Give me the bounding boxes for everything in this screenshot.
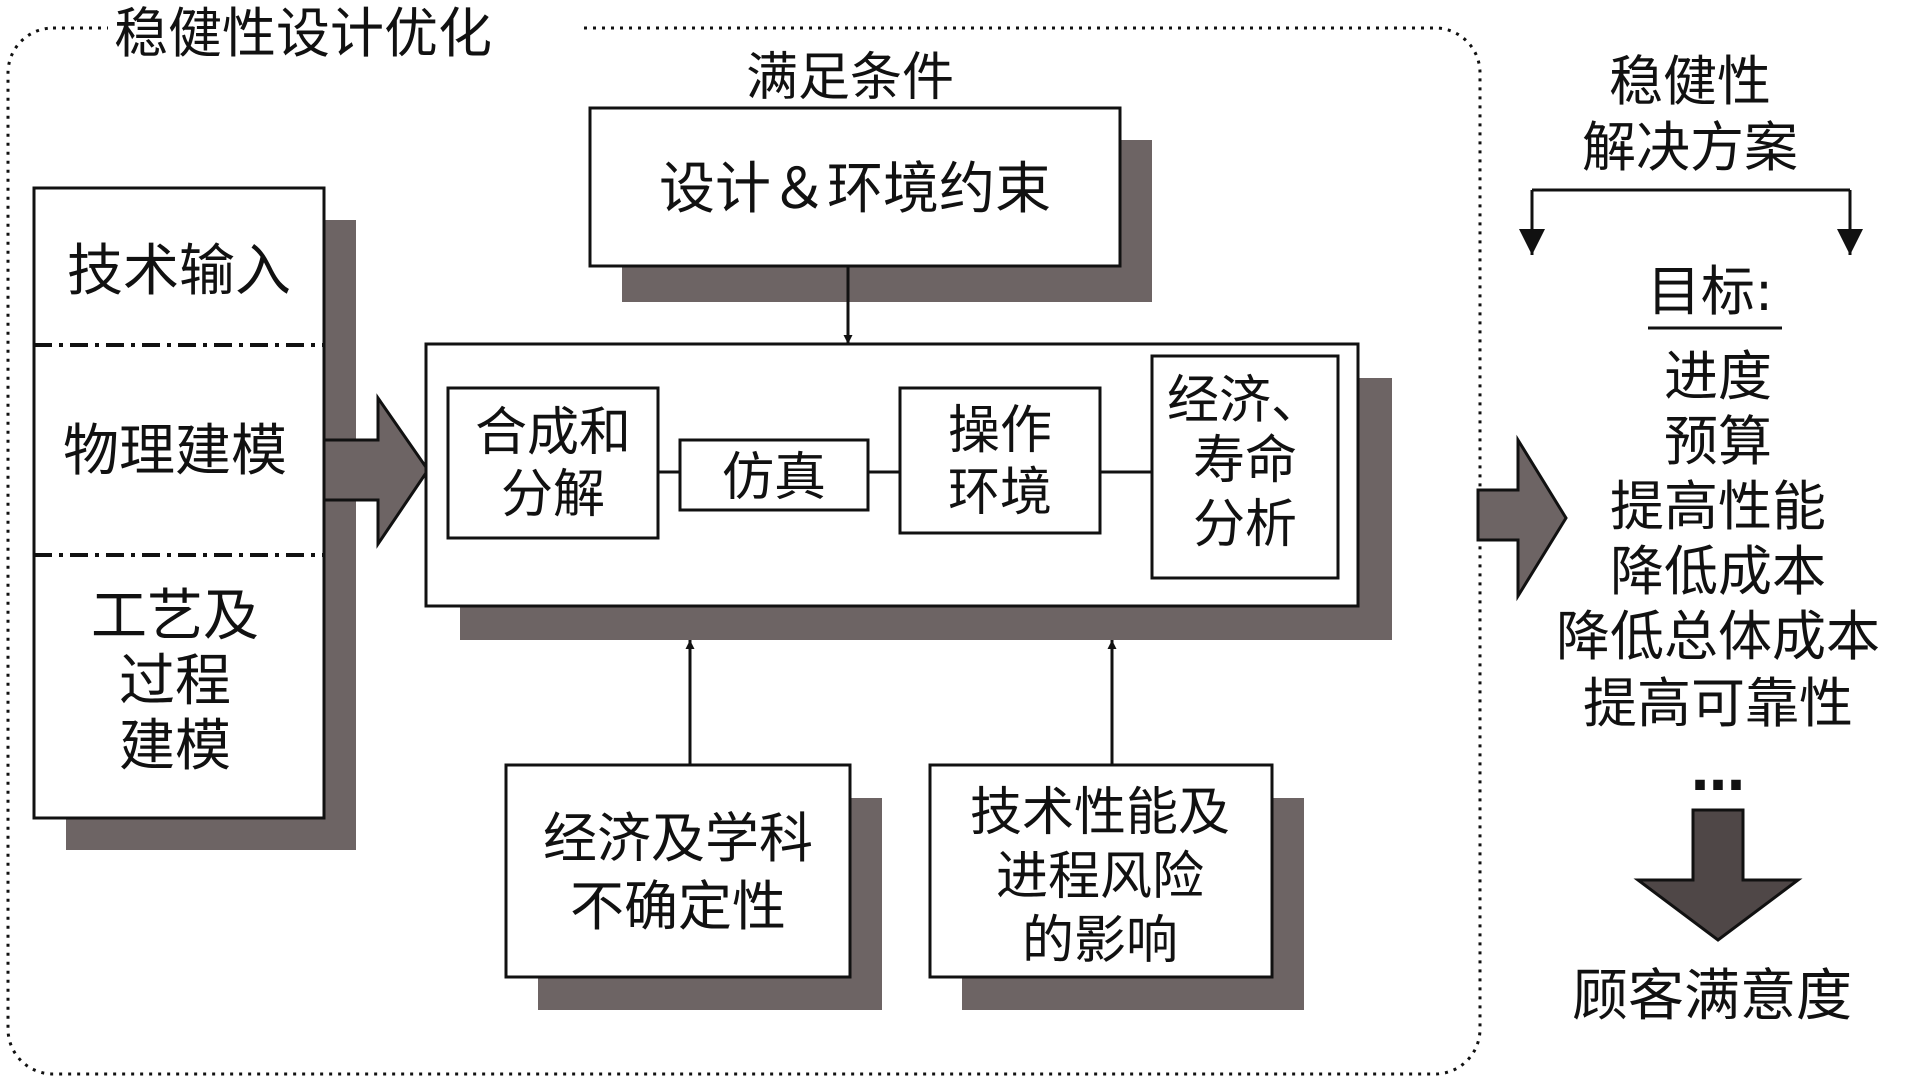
uncertainty-box: 经济及学科 不确定性 (504, 763, 882, 1010)
customer-satisfaction: 顾客满意度 (1572, 964, 1852, 1029)
solution-title-line2: 解决方案 (1582, 116, 1798, 179)
output-block-arrow (1476, 434, 1568, 602)
down-block-arrow (1633, 808, 1803, 942)
process-model-line1: 工艺及 (91, 584, 259, 649)
goal-item: 进度 (1664, 345, 1772, 408)
economic-line1: 经济、 (1167, 371, 1323, 431)
risk-line1: 技术性能及 (970, 783, 1230, 843)
goal-item: 提高性能 (1610, 475, 1826, 538)
frame-title-mask (108, 2, 578, 62)
simulation-text: 仿真 (722, 448, 826, 508)
goal-item: 降低总体成本 (1556, 605, 1880, 668)
economic-box (1150, 354, 1340, 580)
risk-line2: 进程风险 (996, 847, 1204, 907)
tech-input-label: 技术输入 (67, 239, 291, 304)
risk-line3: 的影响 (1022, 911, 1178, 971)
uncertainty-rect (504, 763, 852, 979)
satisfy-label: 满足条件 (746, 48, 954, 108)
goal-item: 预算 (1664, 410, 1772, 473)
synthesis-line1: 合成和 (475, 403, 631, 463)
process-box: 合成和 分解 仿真 操作 环境 经济、 寿命 分析 (424, 342, 1392, 640)
goals-ellipsis: … (1691, 740, 1745, 803)
simulation-box (678, 438, 870, 512)
economic-line3: 分析 (1193, 495, 1297, 555)
tech-input-box: 技术输入 物理建模 工艺及 过程 建模 (32, 186, 356, 850)
physical-model-label: 物理建模 (63, 419, 287, 484)
operating-box (898, 386, 1102, 535)
solution-title-line1: 稳健性 (1609, 50, 1771, 113)
constraints-text: 设计＆环境约束 (659, 157, 1051, 222)
goal-item: 降低成本 (1610, 540, 1826, 603)
operating-line2: 环境 (948, 463, 1052, 523)
optimization-frame (6, 26, 1482, 1076)
uncertainty-line2: 不确定性 (570, 875, 786, 938)
synthesis-line2: 分解 (501, 465, 605, 525)
input-block-arrow (322, 393, 430, 549)
tech-rect (32, 186, 326, 820)
process-model-line2: 过程 (119, 649, 231, 714)
synthesis-box (446, 386, 660, 540)
uncertainty-line1: 经济及学科 (543, 807, 813, 870)
risk-box: 技术性能及 进程风险 的影响 (928, 763, 1304, 1010)
operating-line1: 操作 (948, 401, 1052, 461)
constraints-rect (588, 106, 1122, 268)
frame-title: 稳健性设计优化 (114, 2, 492, 65)
economic-line2: 寿命 (1193, 431, 1297, 491)
risk-rect (928, 763, 1274, 979)
goals-label: 目标: (1647, 260, 1773, 323)
goal-item: 提高可靠性 (1583, 672, 1853, 735)
constraints-box: 设计＆环境约束 (588, 106, 1152, 302)
process-model-line3: 建模 (119, 714, 231, 779)
